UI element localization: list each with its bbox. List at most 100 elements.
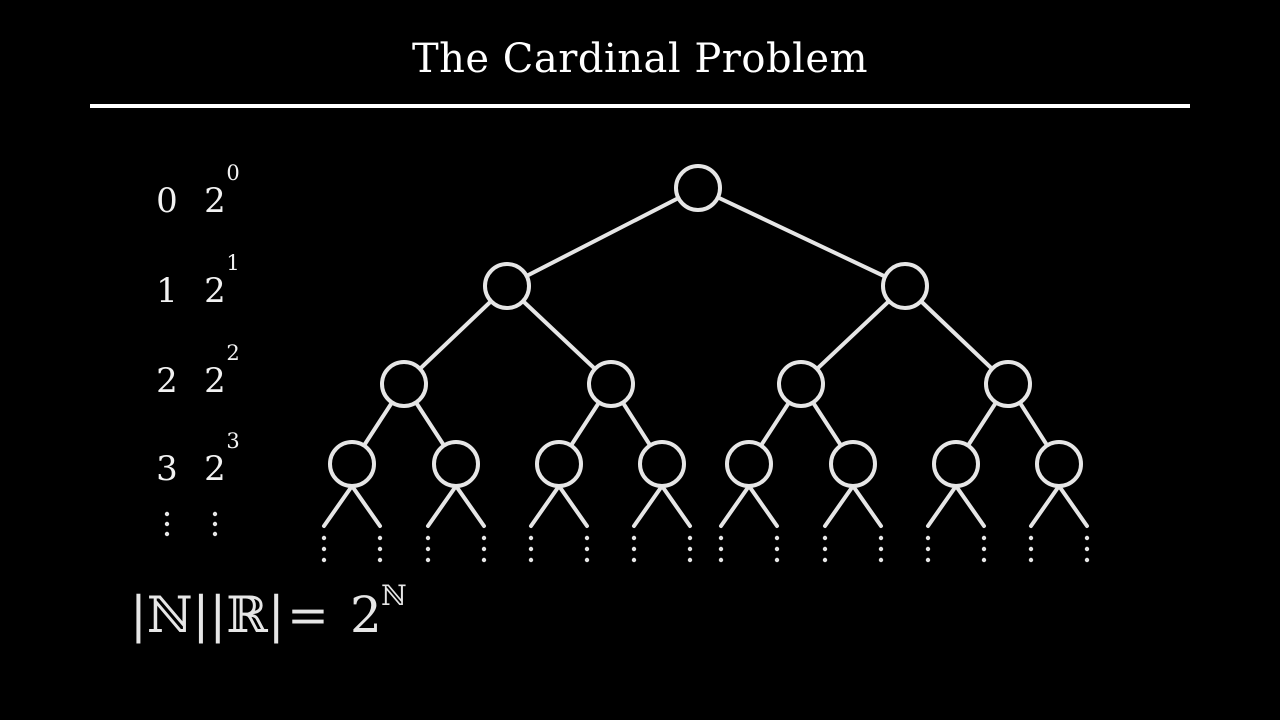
ellipsis-dot — [1028, 535, 1034, 541]
tree-edge — [505, 186, 700, 288]
ellipsis-dot — [631, 557, 637, 563]
ellipsis-dot — [822, 557, 828, 563]
ellipsis-dot — [377, 546, 383, 552]
ellipsis-dot — [1028, 546, 1034, 552]
ellipsis-dot — [822, 535, 828, 541]
ellipsis-dot — [481, 546, 487, 552]
ellipsis-dot — [878, 546, 884, 552]
tree-node — [881, 262, 929, 310]
tree-edge-stub — [719, 484, 751, 528]
ellipsis-dot — [687, 557, 693, 563]
ellipsis-dot — [878, 535, 884, 541]
tree-node — [1035, 440, 1083, 488]
tree-edge-stub — [454, 484, 486, 528]
level-number: 1 — [156, 271, 178, 311]
ellipsis-dot — [1028, 557, 1034, 563]
ellipsis-dot — [687, 546, 693, 552]
ellipsis-dot — [822, 546, 828, 552]
tree-edge-stub — [823, 484, 855, 528]
tree-node — [328, 440, 376, 488]
ellipsis-dots — [1028, 535, 1034, 563]
power-base: 2 — [204, 449, 226, 489]
formula-base: 2 — [350, 586, 382, 644]
tree-edge-stub — [954, 484, 986, 528]
ellipsis-dots — [687, 535, 693, 563]
level-row-2: 2 2 2 — [156, 341, 240, 401]
ellipsis-dot — [584, 557, 590, 563]
tree-edge-stub — [350, 484, 382, 528]
ellipsis-dot — [1084, 546, 1090, 552]
level-row-3: 3 2 3 — [156, 429, 240, 489]
tree-node — [380, 360, 428, 408]
power-exponent: 3 — [226, 429, 239, 453]
tree-edge-stub — [851, 484, 883, 528]
ellipsis-dots — [878, 535, 884, 563]
ellipsis-dot — [425, 546, 431, 552]
tree-edge-stub — [926, 484, 958, 528]
ellipsis-dot — [321, 546, 327, 552]
tree-edge-stub — [322, 484, 354, 528]
tree-node — [829, 440, 877, 488]
ellipsis-dots — [584, 535, 590, 563]
tree-node — [777, 360, 825, 408]
power-base: 2 — [204, 271, 226, 311]
tree-node — [674, 164, 722, 212]
tree-edge-stub — [1057, 484, 1089, 528]
slide-title: The Cardinal Problem — [411, 36, 869, 82]
ellipsis-dots — [925, 535, 931, 563]
formula-lhs: |ℕ||ℝ| — [130, 586, 285, 644]
tree-node — [984, 360, 1032, 408]
ellipsis-dot — [321, 535, 327, 541]
ellipsis-dot — [528, 557, 534, 563]
ellipsis-dot — [981, 535, 987, 541]
ellipsis-dot — [631, 546, 637, 552]
power-exponent: 2 — [226, 341, 239, 365]
ellipsis-dot — [925, 557, 931, 563]
ellipsis-dot — [584, 546, 590, 552]
tree-node — [483, 262, 531, 310]
tree-continuation-dots — [321, 535, 1090, 563]
ellipsis-dot — [981, 546, 987, 552]
tree-node — [932, 440, 980, 488]
ellipsis-dot — [425, 535, 431, 541]
tree-edge-stub — [660, 484, 692, 528]
ellipsis-dot — [774, 535, 780, 541]
ellipsis-dots — [718, 535, 724, 563]
tree-edge — [696, 186, 907, 288]
tree-edge-stub — [557, 484, 589, 528]
title-underline — [90, 104, 1190, 108]
ellipsis-dot — [878, 557, 884, 563]
tree-edge-stub — [426, 484, 458, 528]
ellipsis-dots — [774, 535, 780, 563]
ellipsis-dot — [377, 535, 383, 541]
ellipsis-dots — [481, 535, 487, 563]
tree-node — [535, 440, 583, 488]
ellipsis-dots — [981, 535, 987, 563]
ellipsis-dot — [1084, 557, 1090, 563]
ellipsis-dot — [425, 557, 431, 563]
ellipsis-dot — [925, 546, 931, 552]
ellipsis-dot — [481, 535, 487, 541]
ellipsis-dots — [822, 535, 828, 563]
ellipsis-dot — [528, 546, 534, 552]
ellipsis-dot — [718, 535, 724, 541]
formula-equals: = — [287, 586, 329, 644]
ellipsis-dot — [1084, 535, 1090, 541]
level-row-1: 1 2 1 — [156, 251, 240, 311]
ellipsis-dot — [631, 535, 637, 541]
ellipsis-dot — [528, 535, 534, 541]
level-labels: 0 2 0 1 2 1 2 2 2 3 2 3 — [156, 161, 240, 537]
ellipsis-dot — [925, 535, 931, 541]
tree-node — [638, 440, 686, 488]
ellipsis-dots — [631, 535, 637, 563]
power-base: 2 — [204, 181, 226, 221]
tree-edge-stub — [1029, 484, 1061, 528]
level-column-ellipsis — [164, 511, 218, 537]
ellipsis-dot — [377, 557, 383, 563]
ellipsis-dot — [718, 557, 724, 563]
cardinality-formula: |ℕ||ℝ| = 2 ℕ — [130, 579, 407, 644]
ellipsis-dots — [425, 535, 431, 563]
tree-nodes — [328, 164, 1083, 488]
ellipsis-dots — [321, 535, 327, 563]
